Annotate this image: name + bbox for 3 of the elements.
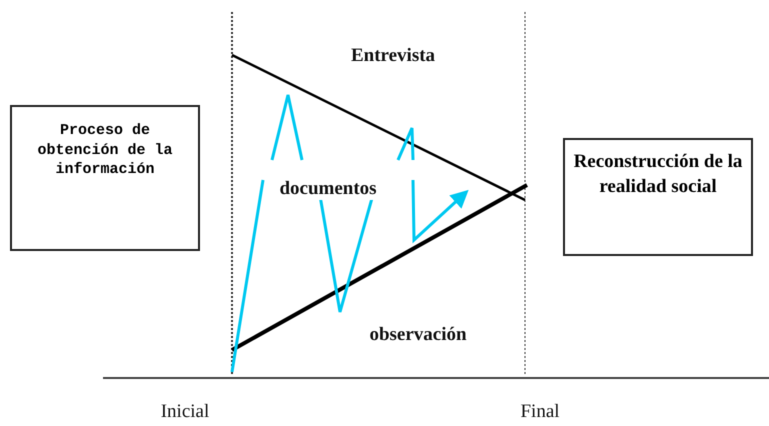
method-label: documentos: [277, 178, 379, 200]
text-box: Proceso de obtención de la información: [10, 105, 200, 251]
text-box: Reconstrucción de la realidad social: [563, 138, 753, 256]
